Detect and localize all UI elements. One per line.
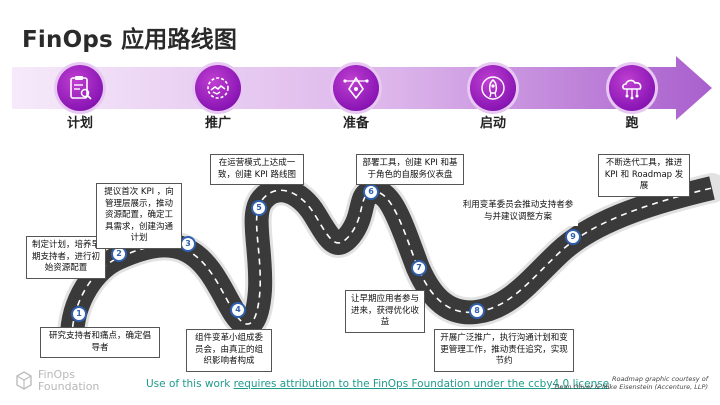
cube-icon xyxy=(16,371,32,390)
step-1-callout: 研究支持者和痛点，确定倡导者 xyxy=(40,327,160,358)
finops-foundation-logo: FinOps Foundation xyxy=(16,369,116,395)
step-3-callout: 提议首次 KPI ，向管理层展示，推动资源配置，确定工具需求，创建沟通计划 xyxy=(96,183,182,249)
step-marker-7: 7 xyxy=(411,260,427,276)
phase-label-promote: 推广 xyxy=(204,116,231,131)
step-marker-1: 1 xyxy=(71,306,87,322)
attribution-note: Use of this work requires attribution to… xyxy=(146,378,609,390)
credit-line-2: Dean Oliver & Mike Eisenstein (Accenture… xyxy=(554,383,708,391)
step-marker-8: 8 xyxy=(469,303,485,319)
step-9-callout: 不断迭代工具，推进 KPI 和 Roadmap 发展 xyxy=(598,154,690,197)
handshake-gear-icon xyxy=(207,77,229,99)
phase-plan xyxy=(57,65,103,111)
page-title: FinOps 应用路线图 xyxy=(22,27,238,53)
phase-label-run: 跑 xyxy=(625,116,639,131)
phase-run xyxy=(609,65,655,111)
clipboard-search-icon xyxy=(70,76,92,100)
phase-launch xyxy=(470,65,516,111)
step-8-callout: 开展广泛推广，执行沟通计划和变更管理工作，推动责任追究，实现节约 xyxy=(434,329,574,372)
license-link[interactable]: requires attribution to the FinOps Found… xyxy=(233,378,610,390)
rocket-icon xyxy=(481,76,505,100)
logo-line-2: Foundation xyxy=(38,380,100,393)
credit-line-1: Roadmap graphic courtesy of xyxy=(611,375,708,383)
step-marker-6: 6 xyxy=(363,184,379,200)
step-7-callout: 让早期应用者参与进来，获得优化收益 xyxy=(345,290,425,333)
cloud-network-icon xyxy=(622,79,642,100)
step-5-callout: 在运营模式上达成一致，创建 KPI 路线图 xyxy=(210,154,304,185)
pen-nib-icon xyxy=(343,76,369,100)
step-marker-4: 4 xyxy=(230,302,246,318)
step-marker-9: 9 xyxy=(565,229,581,245)
phase-label-prepare: 准备 xyxy=(342,116,369,131)
phase-label-plan: 计划 xyxy=(66,116,93,131)
step-marker-3: 3 xyxy=(180,236,196,252)
step-2-callout: 制定计划，培养早期支持者，进行初始资源配置 xyxy=(26,236,106,279)
phase-promote xyxy=(195,65,241,111)
graphic-credit: Roadmap graphic courtesy of Dean Oliver … xyxy=(554,375,708,391)
step-4-callout: 组件变革小组成委员会，由真正的组织影响者构成 xyxy=(186,329,272,372)
logo-line-1: FinOps xyxy=(38,368,75,381)
step-6-callout: 部署工具，创建 KPI 和基于角色的自服务仪表盘 xyxy=(356,154,464,185)
step-marker-5: 5 xyxy=(251,200,267,216)
attribution-prefix: Use of this work xyxy=(146,378,234,390)
phase-label-launch: 启动 xyxy=(479,116,506,131)
change-committee-note: 利用变革委员会推动支持者参与并建议调整方案 xyxy=(458,197,578,226)
phase-prepare xyxy=(333,65,379,111)
